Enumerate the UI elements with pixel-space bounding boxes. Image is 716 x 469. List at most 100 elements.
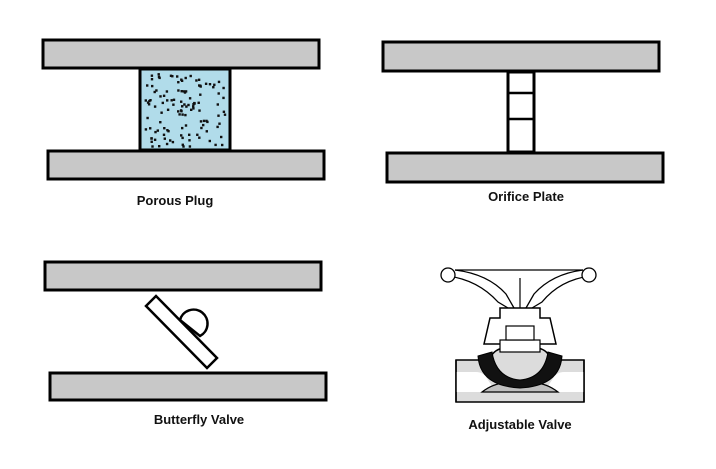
porous-particle [199,85,202,88]
porous-particle [205,119,208,123]
porous-particle [193,101,196,105]
porous-particle [144,99,147,102]
valve-stem-nut [505,325,535,341]
porous-particle [187,103,190,107]
porous-particle [202,119,206,123]
porous-particle [195,79,198,82]
porous-particle [157,73,160,76]
porous-plug-pipe-top [41,38,321,70]
porous-particle [163,127,166,130]
porous-particle [151,145,154,148]
porous-particle [196,133,199,136]
porous-particle [151,84,154,88]
porous-particle [202,123,205,127]
porous-particle [198,109,201,112]
porous-particle [154,130,157,134]
adjustable-valve-label: Adjustable Valve [468,417,572,432]
porous-particle [155,89,158,92]
porous-particle [221,143,224,147]
porous-particle [162,94,166,97]
porous-particle [217,92,220,95]
porous-particle [160,111,163,114]
porous-particle [158,145,161,148]
porous-particle [213,83,216,86]
porous-particle [170,99,173,102]
porous-particle [199,93,202,96]
porous-particle [222,86,225,90]
porous-particle [180,78,183,81]
porous-particle [208,139,211,143]
porous-particle [180,134,183,137]
porous-particle [222,110,226,113]
porous-particle [183,103,186,106]
porous-particle [153,90,156,94]
orifice-plate [506,70,536,154]
porous-particle [216,125,219,129]
orifice-plate-pipe-top [381,40,661,73]
porous-particle [188,145,192,148]
porous-particle [198,136,201,139]
porous-particle [217,80,221,84]
porous-particle [159,121,162,124]
porous-particle [171,140,175,144]
porous-particle [189,74,192,78]
porous-particle [223,113,227,116]
porous-particle [181,126,184,130]
porous-particle [188,97,192,100]
porous-particle [159,95,162,98]
porous-particle [198,84,201,87]
porous-particle [184,76,187,80]
porous-particle [220,135,223,139]
porous-particle [146,101,150,104]
porous-particle [180,90,183,93]
porous-particle [188,139,191,142]
porous-plug-label: Porous Plug [136,193,214,208]
porous-particle [199,120,203,123]
butterfly-valve-diagram [43,260,328,402]
porous-particle [200,126,203,130]
porous-particle [181,105,184,108]
porous-particle [216,103,219,106]
porous-particle [153,138,157,141]
butterfly-valve-pipe-bottom [48,371,328,402]
porous-particle [157,75,161,79]
butterfly-valve-disc [144,294,219,370]
butterfly-valve-label: Butterfly Valve [153,412,245,427]
porous-particle [180,100,183,103]
butterfly-valve-pipe-top [43,260,323,292]
porous-particle [150,78,154,81]
porous-particle [171,75,174,78]
porous-particle [197,101,200,104]
porous-particle [147,103,151,106]
porous-particle [146,116,149,120]
porous-particle [150,74,154,77]
porous-particle [181,113,184,116]
valve-diaphragm [477,351,563,389]
porous-particle [192,107,195,110]
porous-particle [166,99,169,102]
porous-particle [166,108,170,111]
butterfly-valve-hub [178,308,209,338]
valve-handwheel-knob-left [440,267,456,283]
porous-particle [181,143,184,146]
porous-particle [184,124,188,127]
porous-particle [214,143,217,147]
porous-particle [144,128,148,131]
porous-particle [182,145,185,148]
orifice-plate-pipe-bottom [385,151,665,184]
porous-particle [218,122,221,125]
porous-particle [149,127,152,130]
valve-flow-channel [456,372,584,392]
porous-particle [177,110,180,113]
porous-particle [153,105,157,108]
porous-particle [222,96,225,100]
porous-particle [176,75,179,78]
porous-plug [138,67,232,152]
porous-particle [217,114,220,117]
porous-particle [183,91,187,94]
orifice-plate-label: Orifice Plate [488,189,564,204]
valve-handwheel-knob-right [581,267,597,283]
porous-particle [204,82,208,85]
porous-particle [197,78,201,81]
porous-particle [148,99,151,103]
